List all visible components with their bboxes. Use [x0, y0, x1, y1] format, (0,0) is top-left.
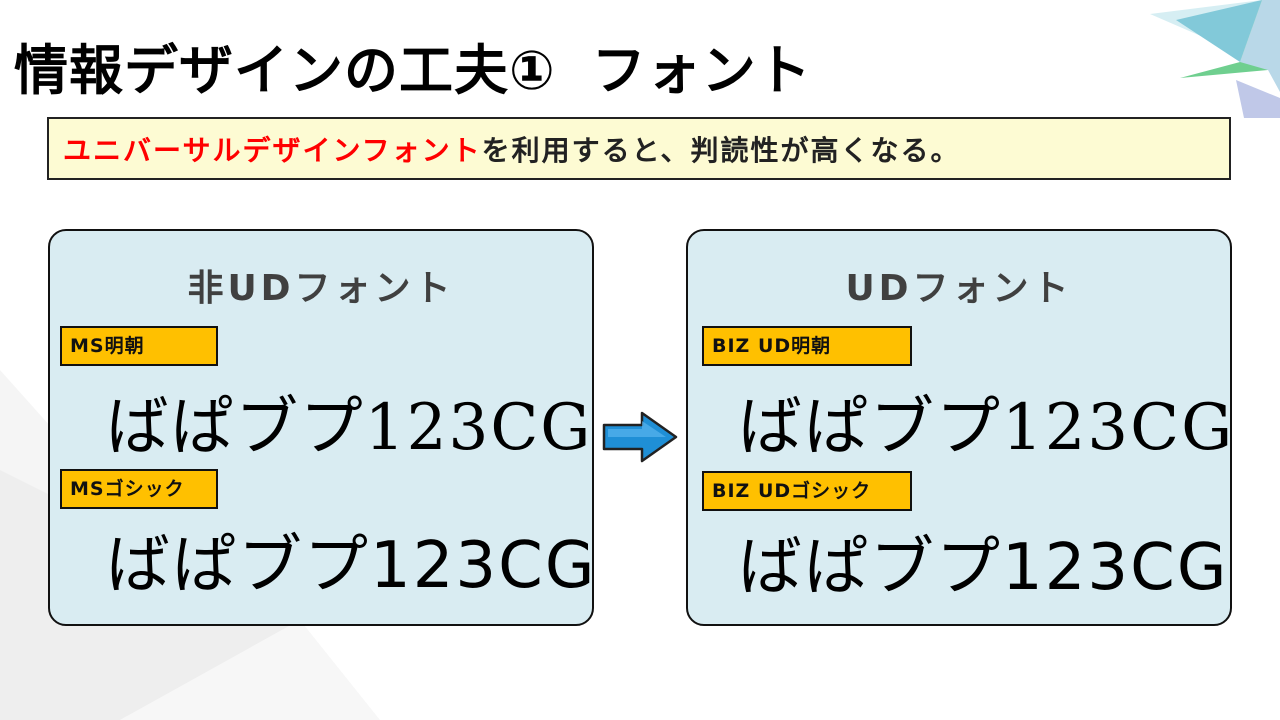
panel-heading: 非UDフォント — [187, 268, 455, 309]
sample-ms-mincho: ばぱブプ123CG — [106, 391, 593, 465]
sample-ms-gothic: ばぱブプ123CG — [106, 529, 597, 603]
sample-biz-ud-gothic: ばぱブプ123CG — [738, 531, 1229, 605]
slide-title: 情報デザインの工夫① フォント — [14, 26, 812, 105]
right-arrow-icon — [602, 411, 678, 463]
callout-highlight: ユニバーサルデザインフォント — [63, 133, 482, 167]
slide-title-sub: フォント — [591, 39, 812, 102]
slide-title-main: 情報デザインの工夫① — [14, 39, 556, 102]
panel-heading: UDフォント — [845, 268, 1073, 309]
non-ud-font-panel: 非UDフォント MS明朝 ばぱブプ123CG MSゴシック ばぱブプ123CG — [48, 229, 594, 626]
font-label-ms-gothic: MSゴシック — [60, 469, 218, 509]
font-label-biz-ud-mincho: BIZ UD明朝 — [702, 326, 912, 366]
callout-text: を利用すると、判読性が高くなる。 — [481, 133, 961, 167]
font-label-biz-ud-gothic: BIZ UDゴシック — [702, 471, 912, 511]
ud-font-panel: UDフォント BIZ UD明朝 ばぱブプ123CG BIZ UDゴシック ばぱブ… — [686, 229, 1232, 626]
callout-box: ユニバーサルデザインフォントを利用すると、判読性が高くなる。 — [47, 117, 1231, 180]
sample-biz-ud-mincho: ばぱブプ123CG — [738, 391, 1235, 465]
font-label-ms-mincho: MS明朝 — [60, 326, 218, 366]
